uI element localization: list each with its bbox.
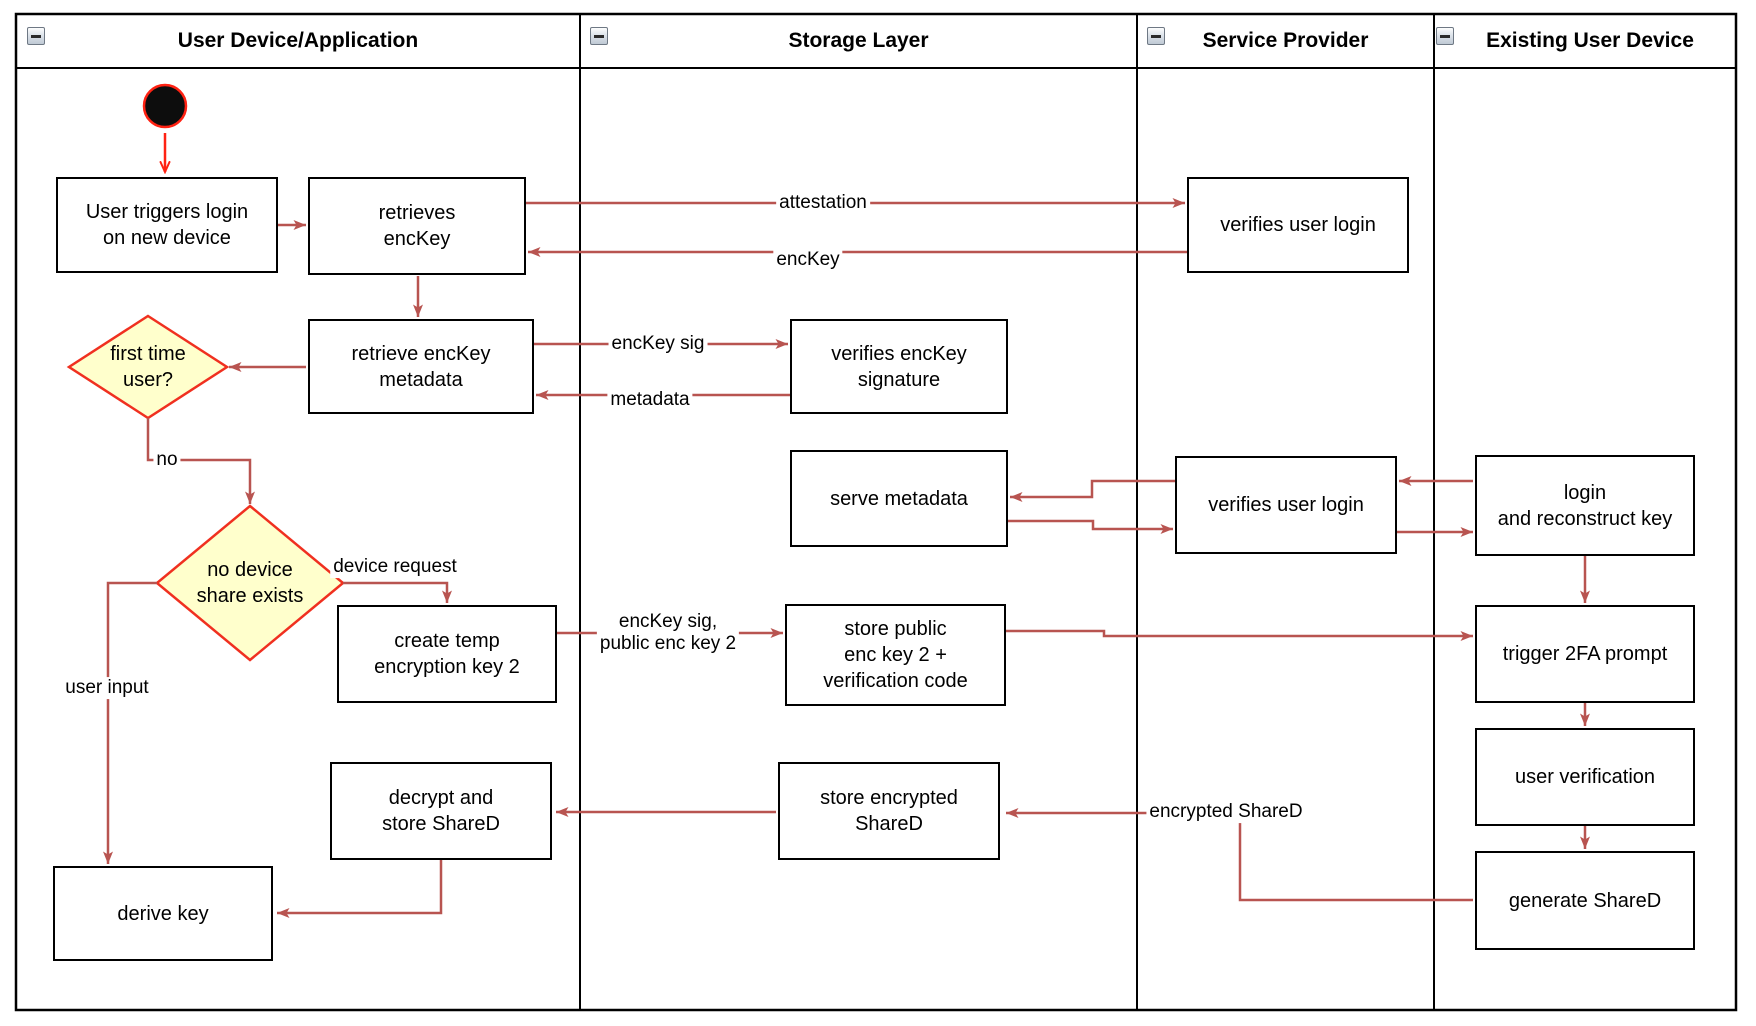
node-derive-key[interactable]: derive key xyxy=(53,866,273,961)
edge-label-metadata: metadata xyxy=(607,389,693,411)
lane-title: Existing User Device xyxy=(1486,29,1694,52)
start-node[interactable] xyxy=(142,83,188,129)
edge-label-device-request: device request xyxy=(330,556,460,578)
minus-icon xyxy=(594,34,604,38)
lane-title: Storage Layer xyxy=(788,29,929,52)
node-decrypt-and-store-shared[interactable]: decrypt and store ShareD xyxy=(330,762,552,860)
node-verifies-user-login-2[interactable]: verifies user login xyxy=(1175,456,1397,554)
edge-label-encrypted-shared: encrypted ShareD xyxy=(1146,801,1306,823)
collapse-icon[interactable] xyxy=(1147,27,1165,45)
minus-icon xyxy=(1440,34,1450,38)
diagram-edges xyxy=(103,133,1590,918)
node-create-temp-encryption-key-2[interactable]: create temp encryption key 2 xyxy=(337,605,557,703)
pool-frame xyxy=(14,12,1738,1012)
edge-serve-to-verifies2[interactable] xyxy=(1008,519,1173,534)
node-verifies-enckey-signature[interactable]: verifies encKey signature xyxy=(790,319,1008,414)
collapse-icon[interactable] xyxy=(1436,27,1454,45)
lane-title: User Device/Application xyxy=(177,29,419,52)
edge-label-enckey-sig: encKey sig xyxy=(608,333,708,355)
edge-device-request[interactable] xyxy=(343,581,452,603)
node-verifies-user-login-1[interactable]: verifies user login xyxy=(1187,177,1409,273)
edge-user-input[interactable] xyxy=(103,581,157,864)
edge-verifies2-to-serve[interactable] xyxy=(1010,479,1175,502)
node-user-verification[interactable]: user verification xyxy=(1475,728,1695,826)
edge-decrypt-to-derive[interactable] xyxy=(277,860,443,918)
edge-label-enckey: encKey xyxy=(773,249,843,271)
node-retrieve-enckey-metadata[interactable]: retrieve encKey metadata xyxy=(308,319,534,414)
lane-header-user-device: User Device/Application xyxy=(16,14,580,68)
collapse-icon[interactable] xyxy=(590,27,608,45)
lane-header-existing-user-device: Existing User Device xyxy=(1444,14,1736,68)
node-user-triggers-login[interactable]: User triggers login on new device xyxy=(56,177,278,273)
edge-encrypted-shared[interactable] xyxy=(1006,808,1473,902)
lane-header-storage-layer: Storage Layer xyxy=(580,14,1137,68)
edge-label-attestation: attestation xyxy=(776,192,870,214)
edge-label-user-input: user input xyxy=(62,677,152,699)
node-store-public-enc-key-2[interactable]: store public enc key 2 + verification co… xyxy=(785,604,1006,706)
decision-no-device-share-label: no device share exists xyxy=(196,559,304,607)
edge-store-public-to-2fa[interactable] xyxy=(1006,629,1473,641)
collapse-icon[interactable] xyxy=(27,27,45,45)
node-login-and-reconstruct-key[interactable]: login and reconstruct key xyxy=(1475,455,1695,556)
edge-label-no: no xyxy=(153,449,181,471)
edge-no-branch[interactable] xyxy=(146,418,255,504)
decision-no-device-share-exists[interactable] xyxy=(155,504,345,662)
node-store-encrypted-shared[interactable]: store encrypted ShareD xyxy=(778,762,1000,860)
lane-title: Service Provider xyxy=(1202,29,1369,52)
lane-header-service-provider: Service Provider xyxy=(1137,14,1434,68)
node-retrieves-enckey[interactable]: retrieves encKey xyxy=(308,177,526,275)
minus-icon xyxy=(1151,34,1161,38)
minus-icon xyxy=(31,34,41,38)
node-serve-metadata[interactable]: serve metadata xyxy=(790,450,1008,547)
edge-label-enckey-sig-public: encKey sig, public enc key 2 xyxy=(596,611,740,655)
node-trigger-2fa-prompt[interactable]: trigger 2FA prompt xyxy=(1475,605,1695,703)
decision-first-time-user-label: first time user? xyxy=(110,343,186,391)
node-generate-shared[interactable]: generate ShareD xyxy=(1475,851,1695,950)
